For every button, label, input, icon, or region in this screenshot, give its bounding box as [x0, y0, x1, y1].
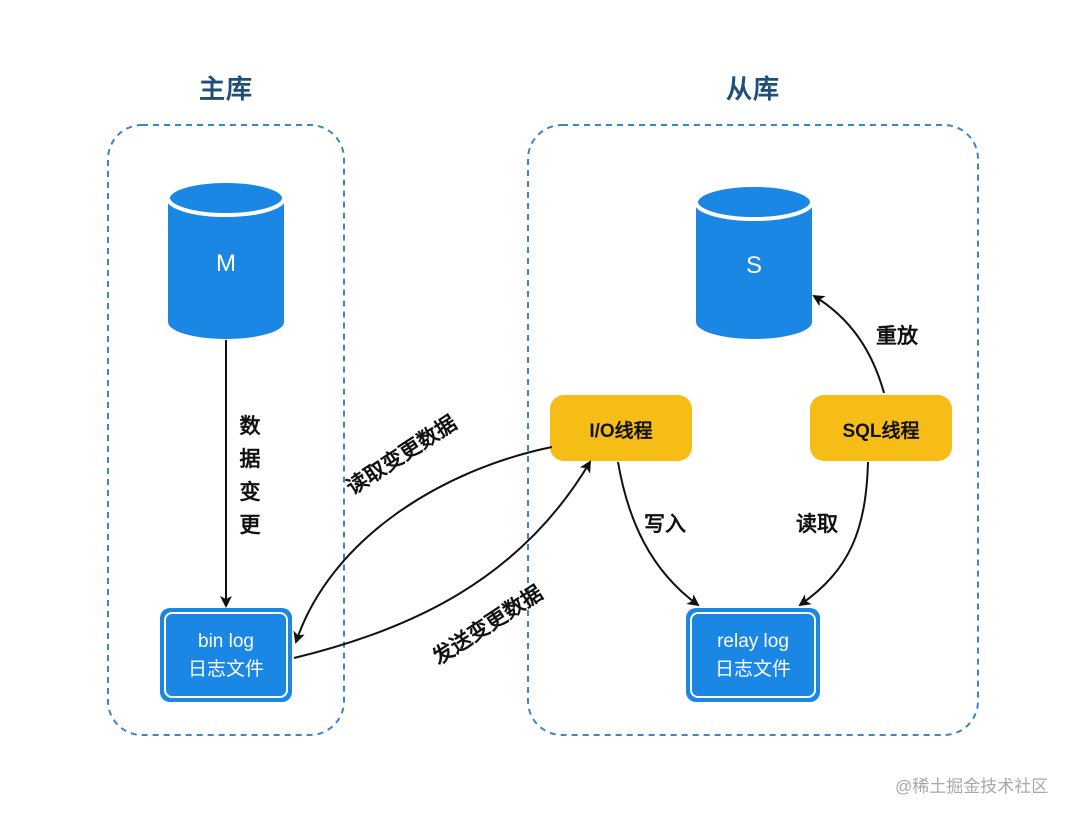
sql-thread-label: SQL线程	[842, 421, 920, 442]
io-thread-label: I/O线程	[589, 421, 653, 442]
master-db-label: M	[216, 250, 236, 277]
arrow-io-read-changes	[293, 446, 553, 644]
watermark-text: @稀土掘金技术社区	[895, 777, 1049, 796]
master-group-title: 主库	[199, 74, 254, 104]
slave-group-container	[527, 124, 979, 736]
io-thread-pill	[550, 395, 692, 461]
slave-db-label: S	[745, 252, 762, 279]
slave-group-title: 从库	[726, 74, 781, 104]
relaylog-label-line1: relay log	[717, 631, 789, 652]
relaylog-box	[686, 608, 820, 702]
binlog-box	[160, 608, 292, 702]
arrow-sql-to-relay	[798, 461, 869, 607]
relaylog-label-line2: 日志文件	[714, 659, 791, 680]
sql-thread-pill	[810, 395, 952, 461]
arrow-io-to-relay	[617, 461, 700, 607]
edge-label-replay: 重放	[876, 325, 918, 348]
binlog-label-line1: bin log	[198, 631, 254, 652]
arrow-binlog-send-changes	[293, 460, 592, 659]
slave-db-cylinder-icon	[694, 183, 814, 339]
arrow-sql-to-slave-db	[812, 294, 885, 394]
edge-label-write: 写入	[644, 513, 686, 536]
binlog-label-line2: 日志文件	[187, 659, 264, 680]
edge-label-data-change: 数据变更	[239, 415, 261, 537]
master-db-cylinder-icon	[166, 179, 286, 339]
edge-label-read: 读取	[796, 513, 838, 536]
